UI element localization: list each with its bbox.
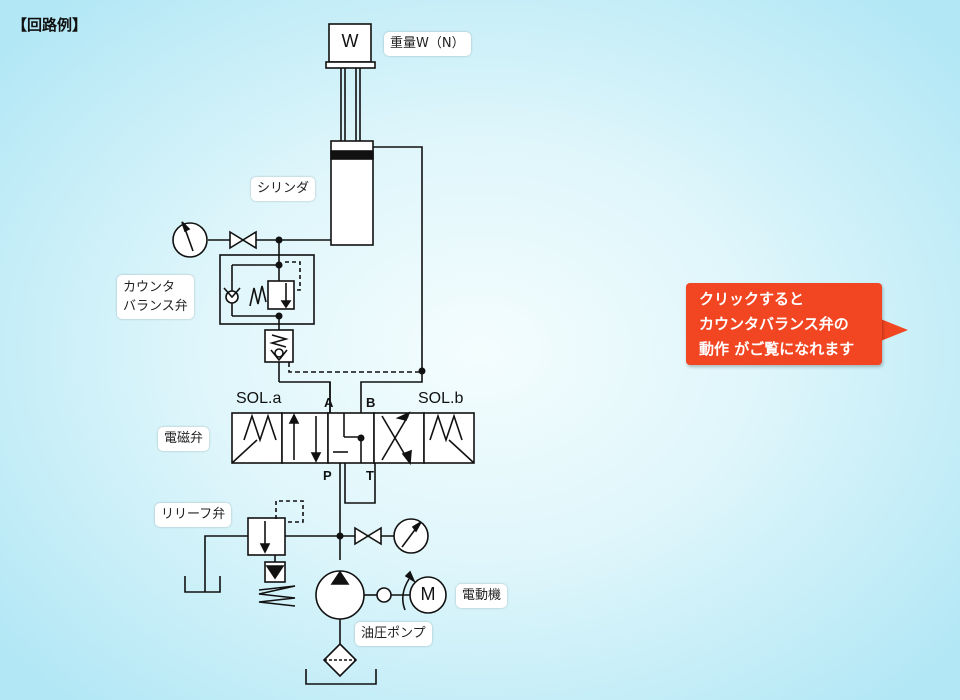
check-valve-element [264,316,331,413]
counterbalance-label-line1: カウンタ [123,280,176,295]
port-b-label: B [366,395,376,410]
motor-icon [409,576,447,614]
counterbalance-label-line2: バランス弁 [123,299,188,314]
port-p-label: P [323,468,332,483]
solenoid-a-label: SOL.a [236,390,282,407]
solenoid-b-label: SOL.b [418,390,464,407]
needle-valve-icon [354,526,382,546]
motor-symbol: M [420,584,436,604]
port-t-label: T [366,468,374,483]
piston-rod [340,68,361,141]
filter-icon [322,642,358,678]
relief-valve-label: リリーフ弁 [155,503,232,527]
tank-icon [305,669,377,685]
t-line-tank [344,463,376,504]
counterbalance-valve-label: カウンタ バランス弁 [117,275,194,319]
motor-label: 電動機 [456,584,508,608]
cylinder-label: シリンダ [251,177,316,201]
cylinder [330,140,374,246]
tank-icon [184,576,221,593]
port-a-label: A [324,395,334,410]
relief-valve [204,500,340,607]
callout-line2: カウンタバランス弁の [699,315,849,333]
callout-line1: クリックすると [699,290,805,308]
pilot-line [288,362,422,373]
pressure-gauge-icon [393,518,429,554]
weight-plate [325,61,376,69]
counterbalance-demo-button[interactable]: クリックすると カウンタバランス弁の 動作 がご覧になれます [686,283,882,365]
pressure-gauge-icon [172,221,208,258]
pump-label: 油圧ポンプ [355,622,432,646]
solenoid-valve-label: 電磁弁 [158,427,210,451]
callout-tail [878,318,908,342]
needle-valve-icon [229,230,257,250]
page-heading: 【回路例】 [12,16,88,34]
weight-symbol: W [341,31,359,51]
line-cylinder-top-to-b [360,146,423,413]
weight-label: 重量W（N） [384,32,471,56]
shaft-coupling [364,570,416,611]
callout-line3: 動作 がご覧になれます [699,340,855,358]
counterbalance-valve [219,240,315,325]
directional-valve [231,411,475,466]
weight-box [328,23,372,63]
